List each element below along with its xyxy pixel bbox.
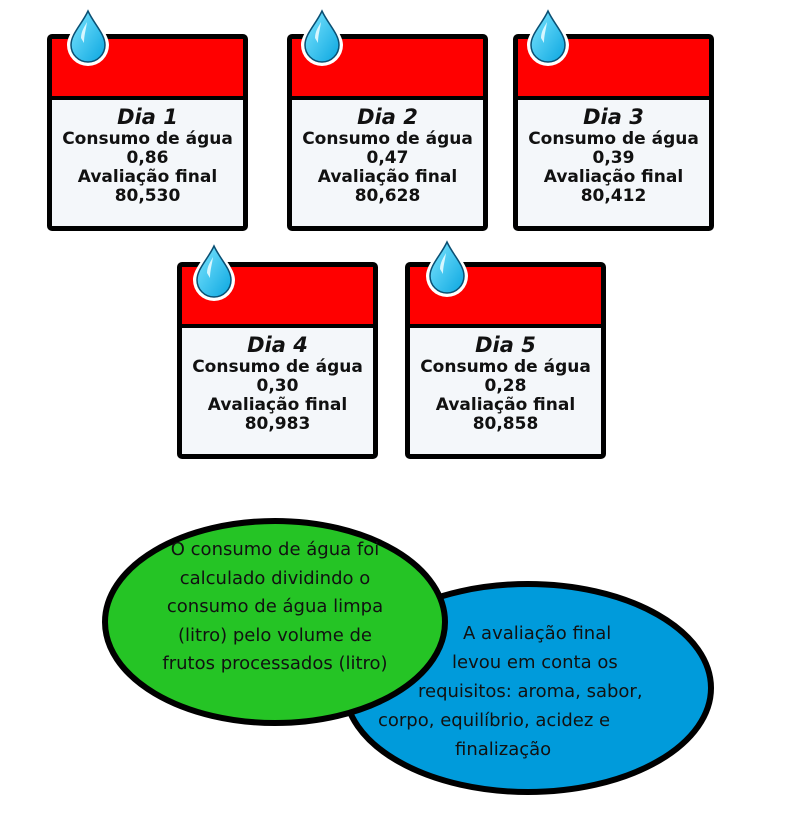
score-note-line: levou em conta os [452, 652, 618, 673]
day-card-5: Dia 5 Consumo de água 0,28 Avaliação fin… [405, 262, 606, 459]
score-note-line: corpo, equilíbrio, acidez e [378, 710, 611, 731]
score-note-line: finalização [455, 739, 552, 760]
water-label: Consumo de água [302, 129, 473, 149]
score-label: Avaliação final [317, 167, 458, 187]
day-title: Dia 3 [583, 105, 644, 129]
water-note-line: (litro) pelo volume de [178, 625, 372, 646]
water-note-line: O consumo de água foi [170, 539, 380, 560]
water-note-line: frutos processados (litro) [162, 653, 388, 674]
water-value: 0,39 [592, 148, 635, 168]
score-value: 80,983 [244, 414, 311, 434]
score-value: 80,628 [354, 186, 421, 206]
water-label: Consumo de água [192, 357, 363, 377]
score-value: 80,858 [472, 414, 539, 434]
water-note-ellipse [102, 518, 448, 726]
score-label: Avaliação final [207, 395, 348, 415]
score-value: 80,412 [580, 186, 647, 206]
water-label: Consumo de água [420, 357, 591, 377]
day-title: Dia 2 [357, 105, 418, 129]
day-title: Dia 4 [247, 333, 308, 357]
day-card-3: Dia 3 Consumo de água 0,39 Avaliação fin… [513, 34, 714, 231]
score-value: 80,530 [114, 186, 181, 206]
day-title: Dia 5 [475, 333, 536, 357]
water-note-line: calculado dividindo o [179, 568, 371, 589]
score-note-line: A avaliação final [463, 623, 612, 644]
water-value: 0,28 [484, 376, 527, 396]
water-label: Consumo de água [62, 129, 233, 149]
score-note-line: requisitos: aroma, sabor, [418, 681, 643, 702]
water-label: Consumo de água [528, 129, 699, 149]
day-title: Dia 1 [117, 105, 178, 129]
water-value: 0,47 [366, 148, 409, 168]
score-label: Avaliação final [543, 167, 684, 187]
water-value: 0,30 [256, 376, 299, 396]
water-note-line: consumo de água limpa [166, 596, 384, 617]
score-label: Avaliação final [435, 395, 576, 415]
water-value: 0,86 [126, 148, 169, 168]
score-label: Avaliação final [77, 167, 218, 187]
